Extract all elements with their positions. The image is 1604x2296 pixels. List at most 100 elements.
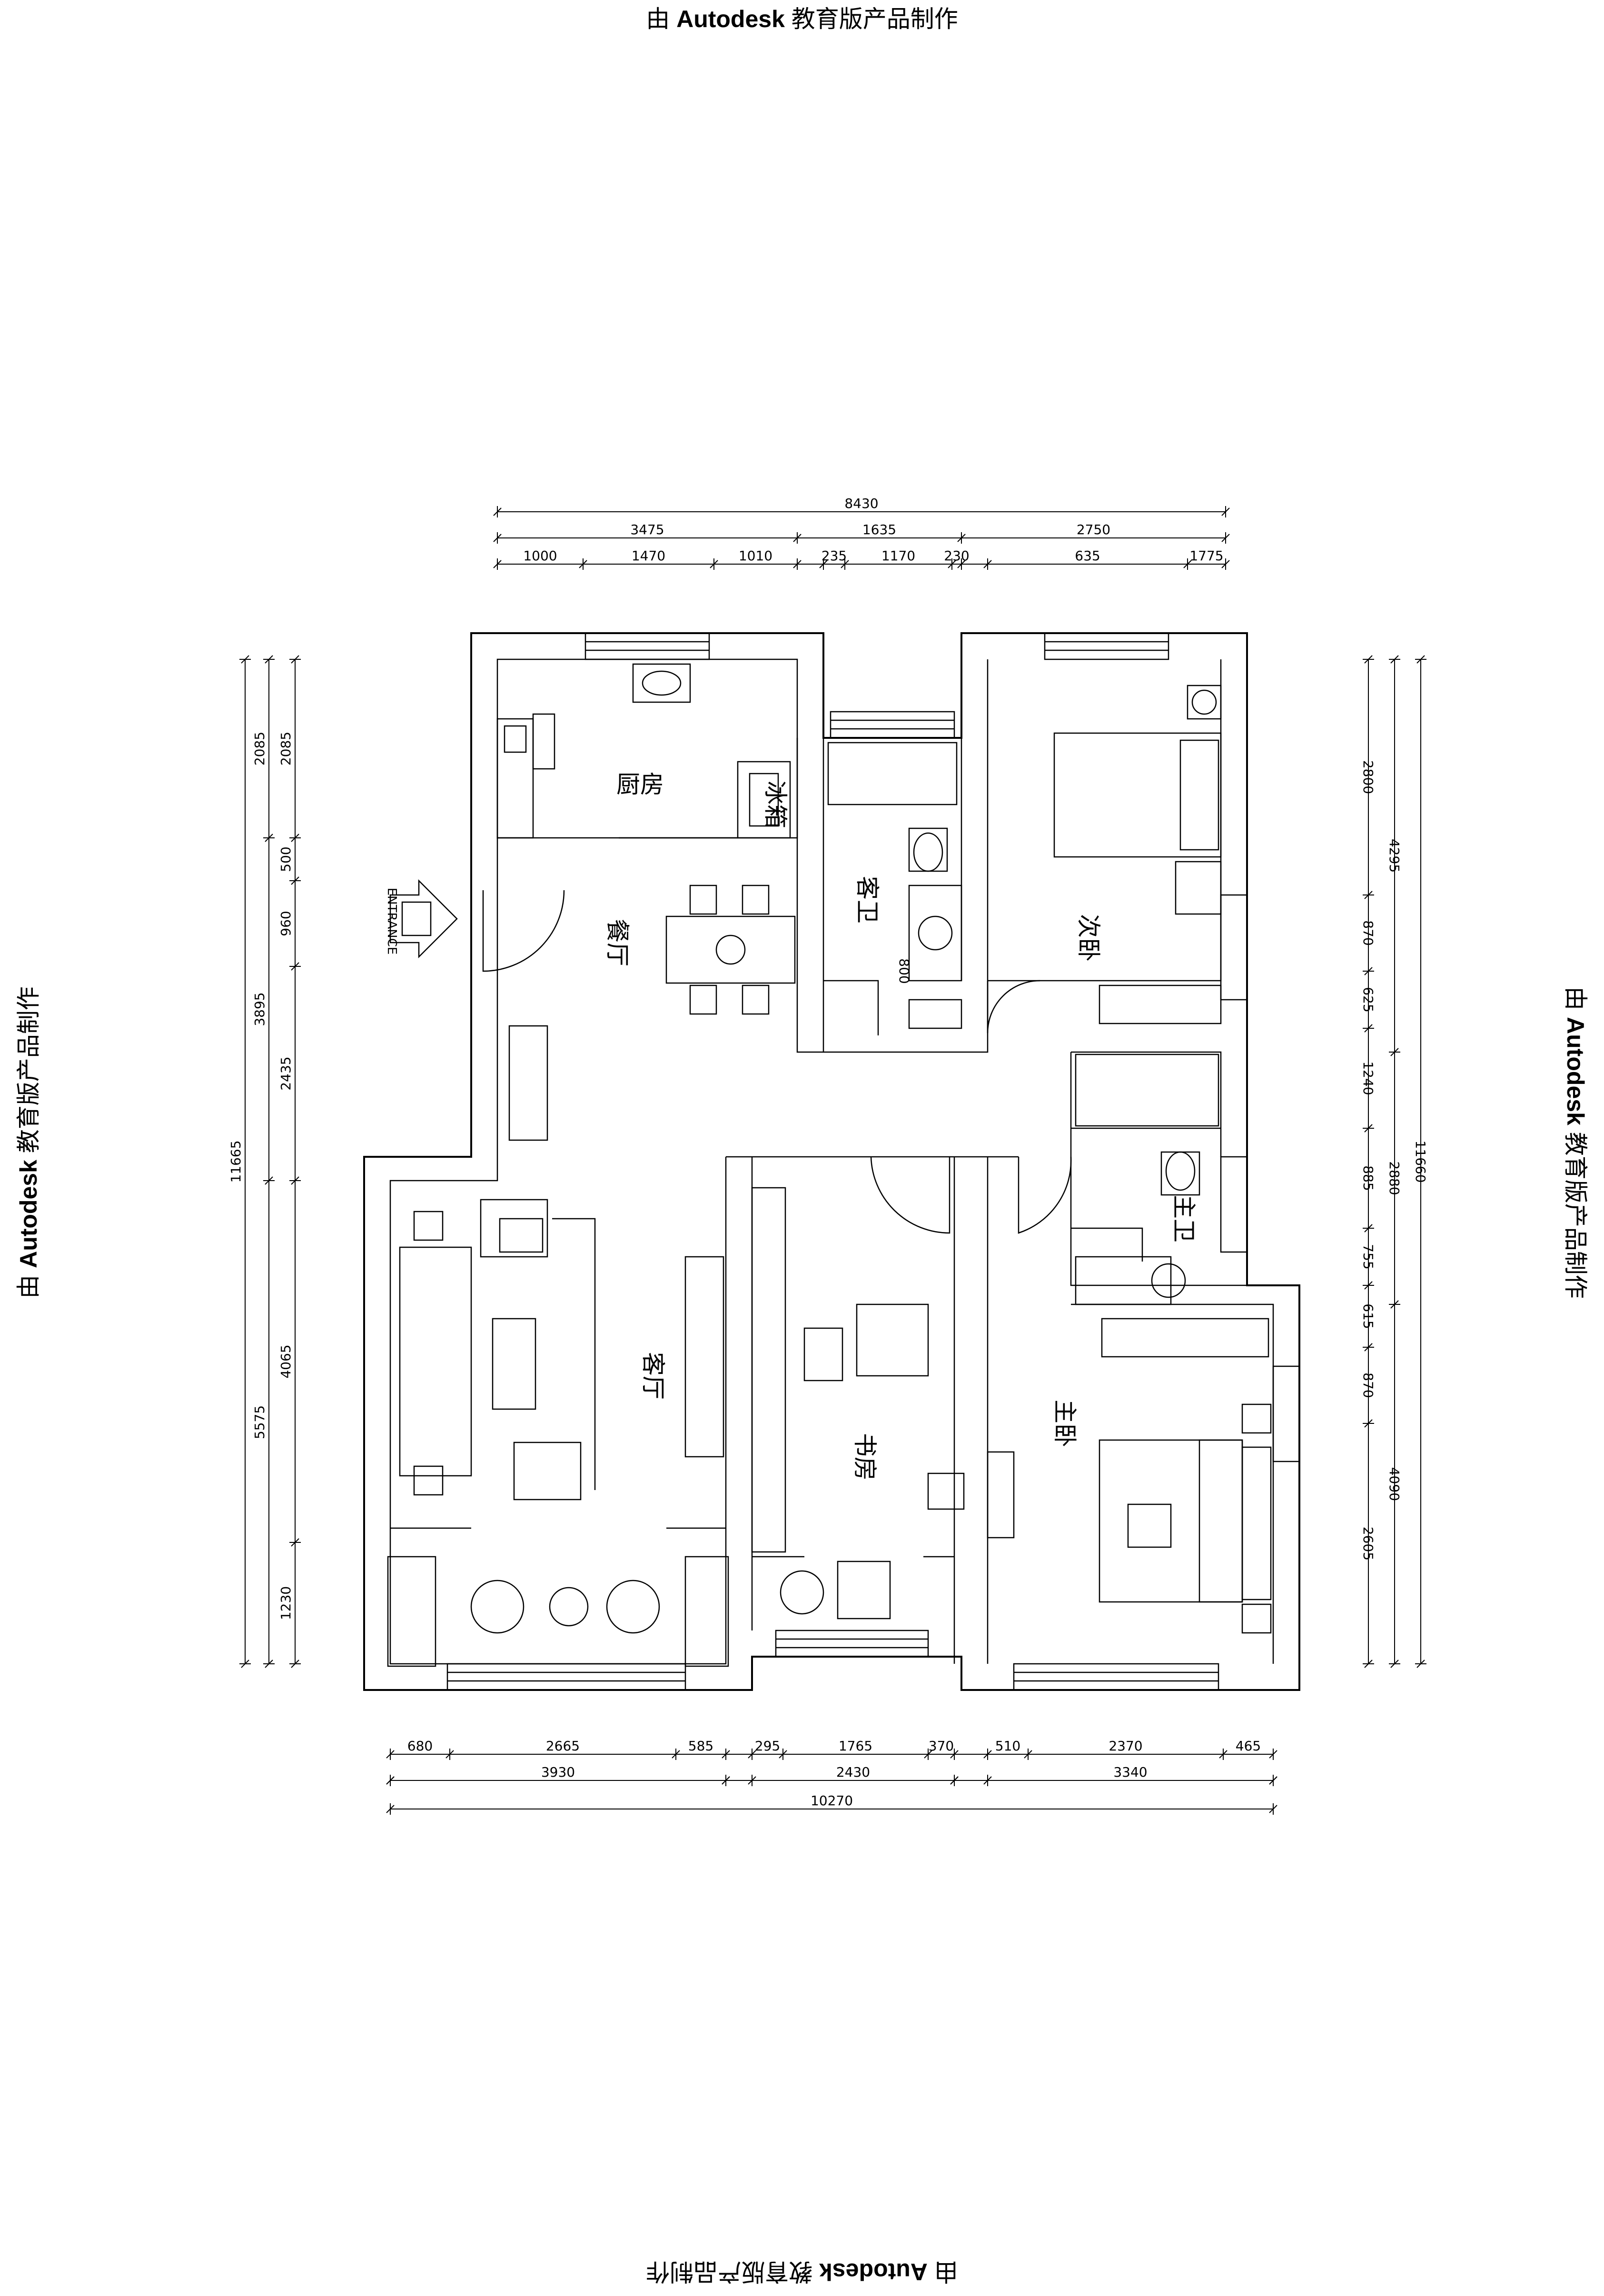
dimension-tick — [672, 1750, 680, 1759]
dimension-tick — [291, 1660, 299, 1668]
dimension-label: 1765 — [839, 1738, 872, 1754]
dimension-tick — [924, 1750, 932, 1759]
dimension-tick — [493, 534, 502, 542]
dining-table — [665, 885, 796, 1015]
dimension-tick — [722, 1750, 730, 1759]
dimension-label: 680 — [407, 1738, 433, 1754]
dimension-label: 625 — [1360, 987, 1376, 1012]
dimension-label: 465 — [1236, 1738, 1261, 1754]
dimension-tick — [1416, 1660, 1425, 1668]
dimension-label: 2750 — [1077, 522, 1110, 537]
dimension-tick — [1390, 655, 1399, 664]
dimension-label: 1010 — [739, 548, 772, 564]
dimension-tick — [983, 1750, 992, 1759]
dimension-tick — [793, 560, 802, 568]
dimension-tick — [1364, 1660, 1373, 1668]
dimension-label: 4090 — [1386, 1467, 1402, 1501]
dimension-tick — [1219, 1750, 1228, 1759]
dimension-tick — [1364, 1024, 1373, 1033]
dimension-label: 2085 — [252, 732, 267, 765]
dimension-tick — [265, 1176, 273, 1185]
dimension-tick — [710, 560, 718, 568]
doors — [482, 890, 1143, 1262]
dimension-tick — [722, 1776, 730, 1785]
dimension-label: 4065 — [278, 1344, 294, 1378]
living-room-furniture — [387, 1025, 729, 1667]
second-bedroom-furniture — [1053, 685, 1222, 1024]
dimension-label: 3340 — [1113, 1764, 1147, 1780]
dimension-label: 3475 — [630, 522, 664, 537]
dimension-tick — [1221, 534, 1230, 542]
dimension-tick — [1269, 1750, 1277, 1759]
dimension-label: 585 — [688, 1738, 713, 1754]
dimension-tick — [1364, 655, 1373, 664]
dimension-tick — [579, 560, 587, 568]
dimension-tick — [779, 1750, 787, 1759]
label-kitchen: 厨房 — [616, 771, 664, 798]
label-entrance: ENTRANCE — [385, 888, 399, 955]
dimension-label: 1470 — [632, 548, 665, 564]
dimension-label: 2430 — [836, 1764, 870, 1780]
dimension-tick — [265, 655, 273, 664]
dimension-label: 1775 — [1189, 548, 1223, 564]
dimension-tick — [983, 1776, 992, 1785]
study-furniture — [751, 1187, 965, 1620]
dimension-tick — [950, 1750, 959, 1759]
dimension-label: 11665 — [228, 1140, 244, 1183]
dimension-tick — [1364, 1343, 1373, 1352]
dimension-label: 1635 — [862, 522, 896, 537]
dimension-label: 2880 — [1386, 1161, 1402, 1195]
dimension-label: 10270 — [811, 1793, 853, 1809]
guest-bath-fixtures — [827, 742, 962, 1029]
label-master-bath: 主卫 — [1170, 1195, 1198, 1242]
dimension-tick — [1390, 1660, 1399, 1668]
watermark-top: 由 Autodesk 教育版产品制作 — [646, 6, 958, 32]
label-dining: 餐厅 — [604, 919, 631, 966]
dimension-tick — [291, 1538, 299, 1547]
dimension-label: 2435 — [278, 1056, 294, 1090]
dimension-tick — [291, 655, 299, 664]
dimension-tick — [493, 507, 502, 516]
label-master-bedroom: 主卧 — [1051, 1400, 1079, 1447]
dimension-tick — [291, 962, 299, 971]
dimension-label: 960 — [278, 911, 294, 936]
dimension-label: 230 — [944, 548, 969, 564]
dimension-tick — [1390, 1048, 1399, 1056]
dimension-tick — [291, 876, 299, 885]
dimension-tick — [957, 560, 966, 568]
dimension-tick — [748, 1750, 756, 1759]
windows — [446, 632, 1300, 1691]
dimension-label: 235 — [822, 548, 847, 564]
dimension-label: 2085 — [278, 732, 294, 765]
dimension-label: 3930 — [541, 1764, 575, 1780]
dimension-tick — [1364, 967, 1373, 975]
dimension-label: 635 — [1075, 548, 1100, 564]
dimension-tick — [446, 1750, 454, 1759]
dimension-tick — [386, 1805, 395, 1813]
dimension-tick — [265, 1660, 273, 1668]
dimension-label: 11660 — [1413, 1140, 1428, 1183]
label-living: 客厅 — [639, 1352, 667, 1400]
label-fridge: 冰箱 — [762, 781, 789, 828]
dimension-label: 4295 — [1386, 839, 1402, 873]
master-bath-fixtures — [1075, 1054, 1219, 1305]
dimension-tick — [1221, 507, 1230, 516]
dimension-tick — [948, 560, 956, 568]
dimension-label: 1240 — [1360, 1061, 1376, 1095]
guest-bath-note: 800 — [896, 958, 912, 984]
dimension-label: 870 — [1360, 1372, 1376, 1398]
kitchen-fixtures — [496, 663, 791, 839]
dimension-label: 2800 — [1360, 760, 1376, 794]
dimension-tick — [241, 655, 249, 664]
dimension-tick — [1269, 1776, 1277, 1785]
dimension-label: 2665 — [546, 1738, 580, 1754]
dimension-tick — [241, 1660, 249, 1668]
dimension-tick — [1416, 655, 1425, 664]
dimension-label: 2370 — [1109, 1738, 1142, 1754]
dimension-tick — [1364, 891, 1373, 899]
dimension-label: 370 — [929, 1738, 954, 1754]
entrance-arrow — [389, 879, 458, 959]
dimension-tick — [493, 560, 502, 568]
dimension-tick — [291, 834, 299, 842]
